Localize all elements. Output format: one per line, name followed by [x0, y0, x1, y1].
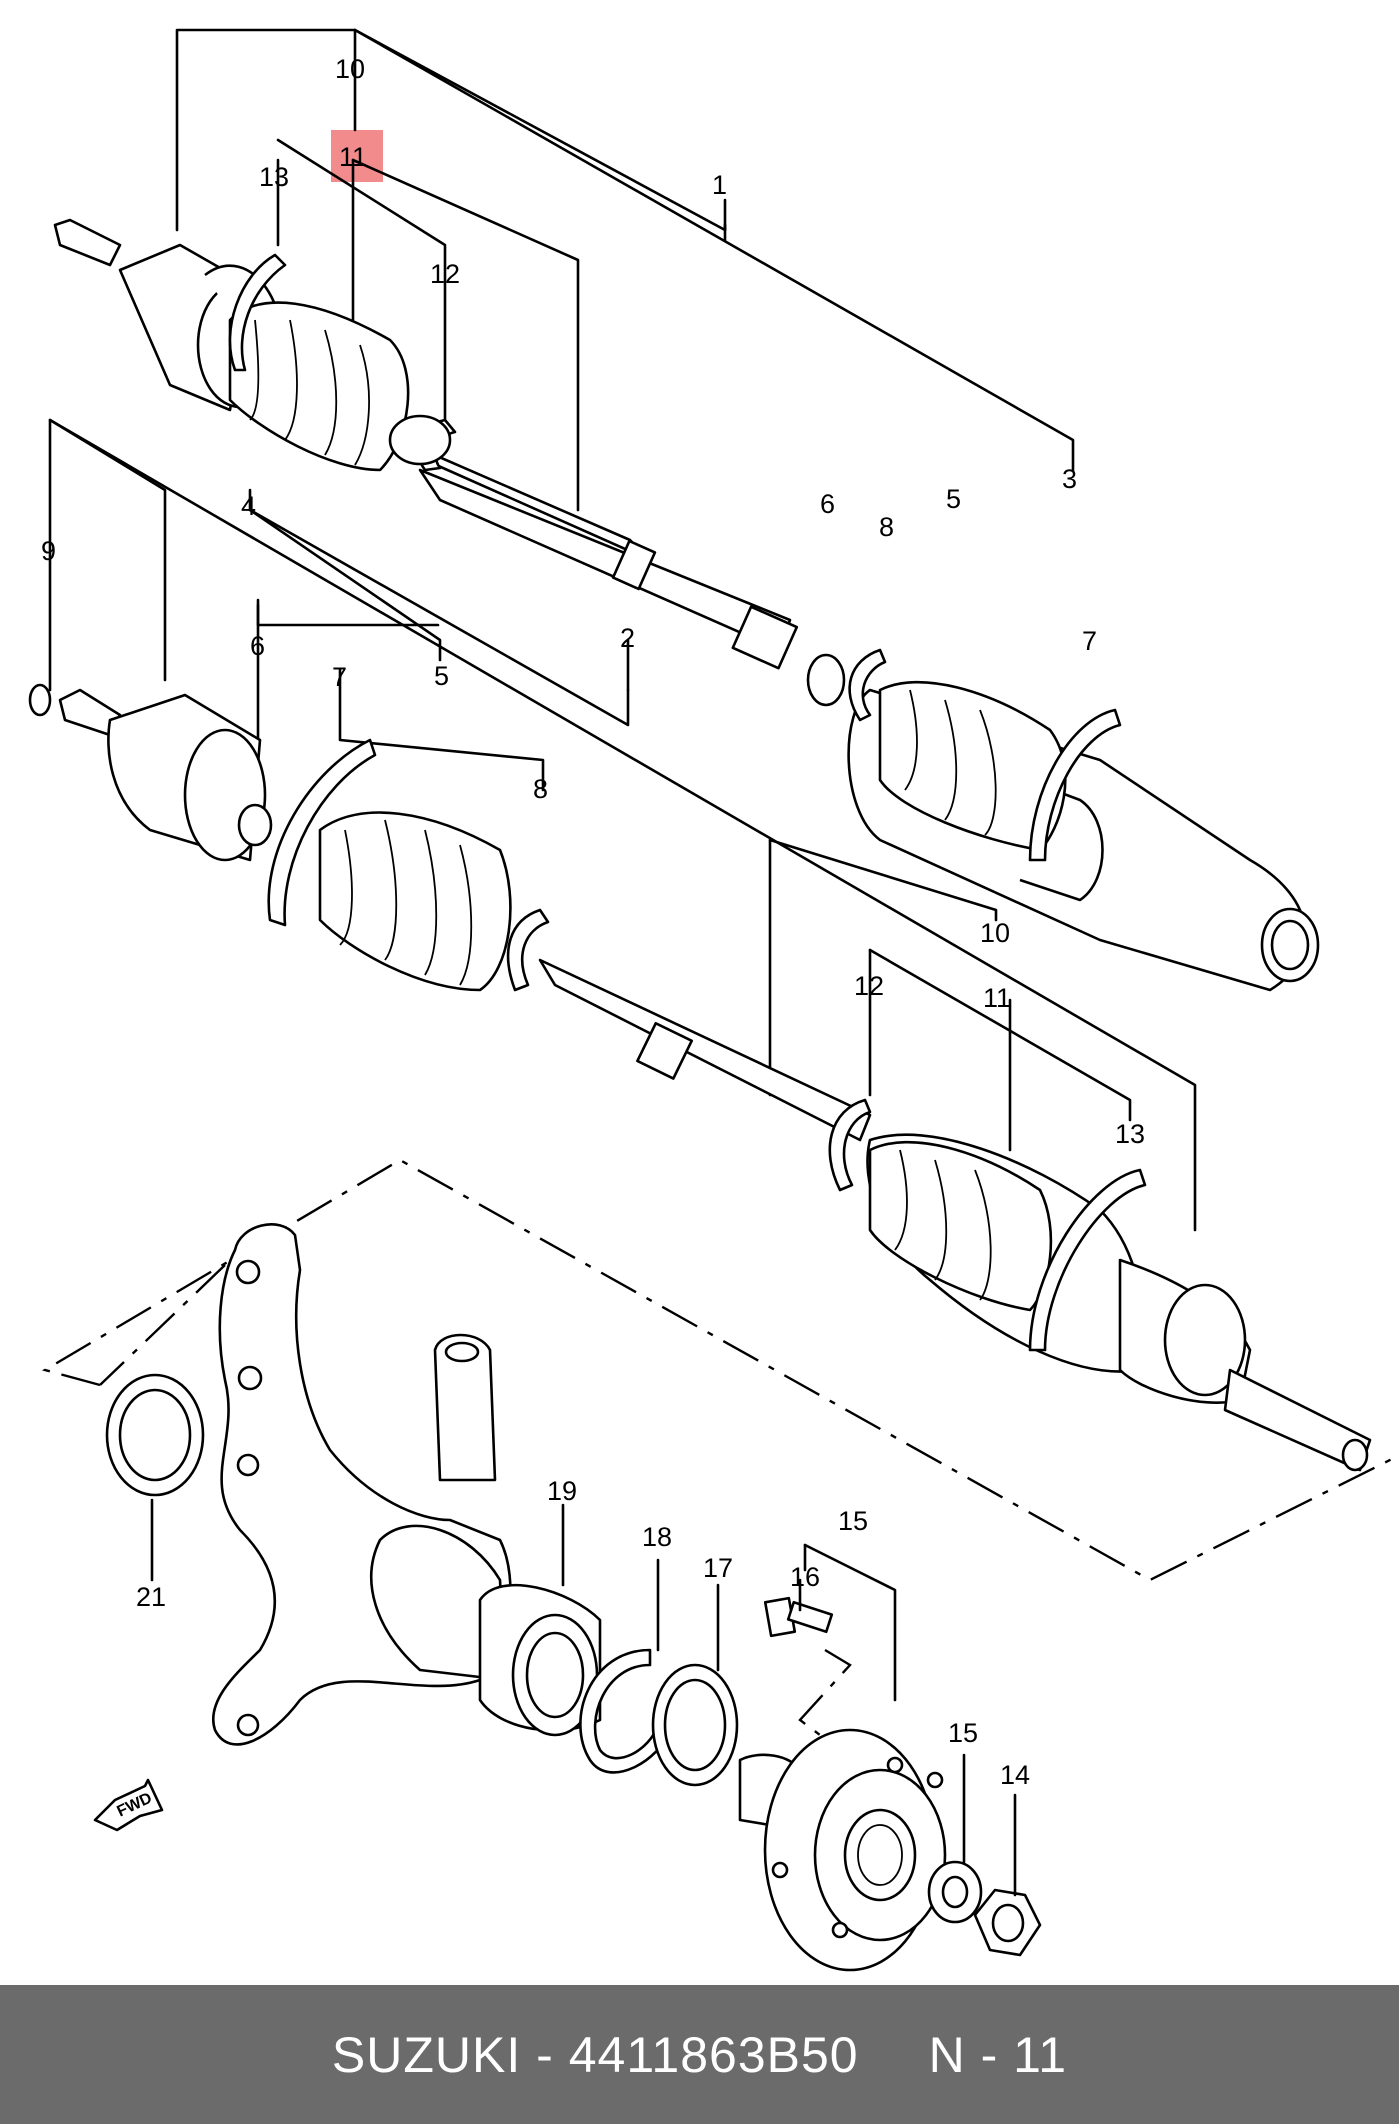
callout-21: 21 — [136, 1582, 166, 1612]
callout-13-top: 13 — [259, 162, 289, 192]
callout-11-top: 11 — [339, 142, 367, 172]
callout-16: 15 — [838, 1506, 868, 1536]
callout-1: 1 — [712, 170, 727, 200]
callout-8-top: 8 — [879, 512, 894, 542]
footer-part-number: 4411863B50 — [568, 2026, 859, 2083]
callout-8-mid: 8 — [533, 774, 548, 804]
callout-14: 14 — [1000, 1760, 1030, 1790]
footer-brand: SUZUKI — [331, 2026, 522, 2083]
footer-separator: - — [521, 2026, 569, 2083]
footer-ref: N - 11 — [928, 2026, 1068, 2083]
callout-6-mid: 6 — [250, 631, 265, 661]
upper-driveshaft — [53, 28, 1320, 992]
callout-11-mid: 11 — [983, 983, 1011, 1013]
callout-7-mid: 7 — [332, 662, 347, 692]
callout-4: 4 — [241, 491, 256, 521]
callout-10-mid: 10 — [980, 918, 1010, 948]
callout-19: 18 — [642, 1522, 672, 1552]
hub-assembly: FWD — [41, 1158, 1399, 1972]
callout-12-top: 12 — [430, 259, 460, 289]
callout-12-mid: 12 — [854, 971, 884, 1001]
parts-diagram: FWD 10 11 13 12 1 3 6 8 5 7 4 9 6 7 5 2 … — [28, 28, 1399, 1972]
callout-labels: 10 11 13 12 1 3 6 8 5 7 4 9 6 7 5 2 8 10… — [41, 54, 1145, 1790]
callout-7-top: 7 — [1082, 626, 1097, 656]
callout-10-top: 10 — [335, 54, 365, 84]
lower-driveshaft — [28, 418, 1372, 1472]
callout-6-top: 6 — [820, 489, 835, 519]
callout-17: 16 — [790, 1562, 820, 1592]
callout-5-top: 5 — [946, 484, 961, 514]
footer-bar: SUZUKI - 4411863B50 N - 11 — [0, 1985, 1399, 2124]
callout-18: 17 — [703, 1553, 733, 1583]
callout-2: 2 — [620, 623, 635, 653]
callout-20: 19 — [547, 1476, 577, 1506]
callout-3: 3 — [1062, 464, 1077, 494]
callout-9: 9 — [41, 536, 56, 566]
callout-highlight — [331, 130, 383, 182]
callout-15: 15 — [948, 1718, 978, 1748]
callout-13-mid: 13 — [1115, 1119, 1145, 1149]
callout-5-mid: 5 — [434, 661, 449, 691]
